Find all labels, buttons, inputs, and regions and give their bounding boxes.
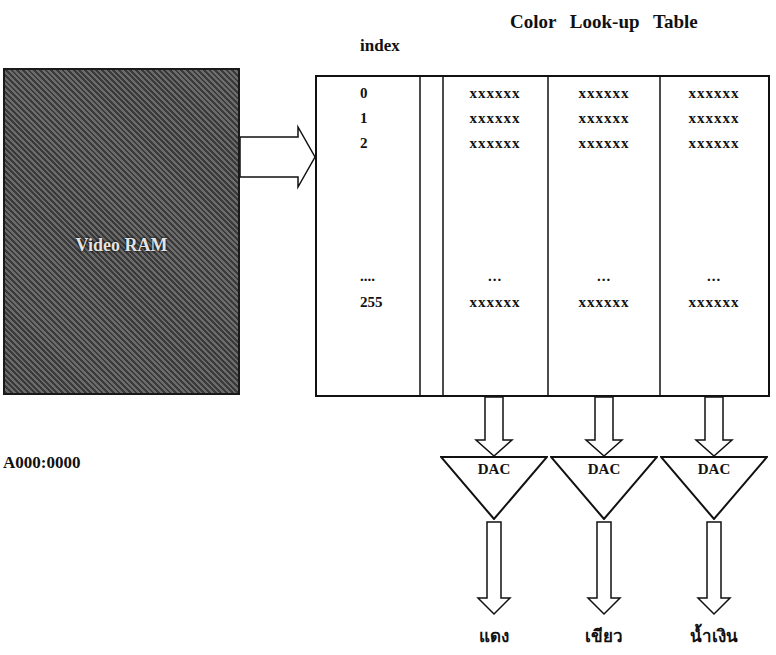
dac-label: DAC (478, 461, 511, 478)
block-arrow (476, 397, 512, 456)
column-line (659, 76, 661, 396)
color-cell: xxxxxx (579, 294, 630, 311)
color-cell: xxxxxx (579, 110, 630, 127)
color-cell: ... (707, 268, 721, 285)
color-cell: xxxxxx (689, 294, 740, 311)
color-cell: xxxxxx (689, 85, 740, 102)
dac-triangle: DAC (440, 456, 548, 520)
triangle-shape (661, 457, 767, 519)
color-cell: xxxxxx (470, 294, 521, 311)
column-line (547, 76, 549, 396)
dac-triangle: DAC (550, 456, 658, 520)
column-lines (420, 76, 660, 396)
column-header: index (360, 36, 400, 56)
index-cell: 2 (360, 135, 368, 152)
table-title: Color Look-up Table (510, 11, 698, 33)
output-arrow (588, 522, 620, 614)
address-label: A000:0000 (3, 453, 80, 473)
output-arrow (478, 522, 510, 614)
dac-label: DAC (698, 461, 731, 478)
block-arrow (240, 127, 315, 187)
block-arrow (586, 397, 622, 456)
block-label: Video RAM (76, 235, 168, 256)
block-arrow (696, 397, 732, 456)
color-cell: xxxxxx (470, 135, 521, 152)
video-ram-block: Video RAM (3, 68, 240, 395)
index-cell: 255 (360, 294, 383, 311)
triangle-shape (551, 457, 657, 519)
output-arrows (478, 522, 730, 614)
channel-label: แดง (479, 622, 509, 649)
color-cell: ... (597, 268, 611, 285)
index-cell: .... (360, 268, 375, 285)
index-cell: 1 (360, 110, 368, 127)
color-cell: xxxxxx (689, 110, 740, 127)
color-cell: xxxxxx (470, 85, 521, 102)
color-cell: xxxxxx (470, 110, 521, 127)
output-arrow (698, 522, 730, 614)
color-cell: xxxxxx (579, 135, 630, 152)
color-cell: ... (488, 268, 502, 285)
index-cell: 0 (360, 85, 368, 102)
channel-label: เขียว (585, 622, 623, 649)
triangle-shape (441, 457, 547, 519)
column-line (442, 76, 444, 396)
color-cell: xxxxxx (579, 85, 630, 102)
column-line (419, 76, 421, 396)
dac-triangle: DAC (660, 456, 768, 520)
dac-label: DAC (588, 461, 621, 478)
color-cell: xxxxxx (689, 135, 740, 152)
channel-label: น้ำเงิน (690, 622, 738, 649)
